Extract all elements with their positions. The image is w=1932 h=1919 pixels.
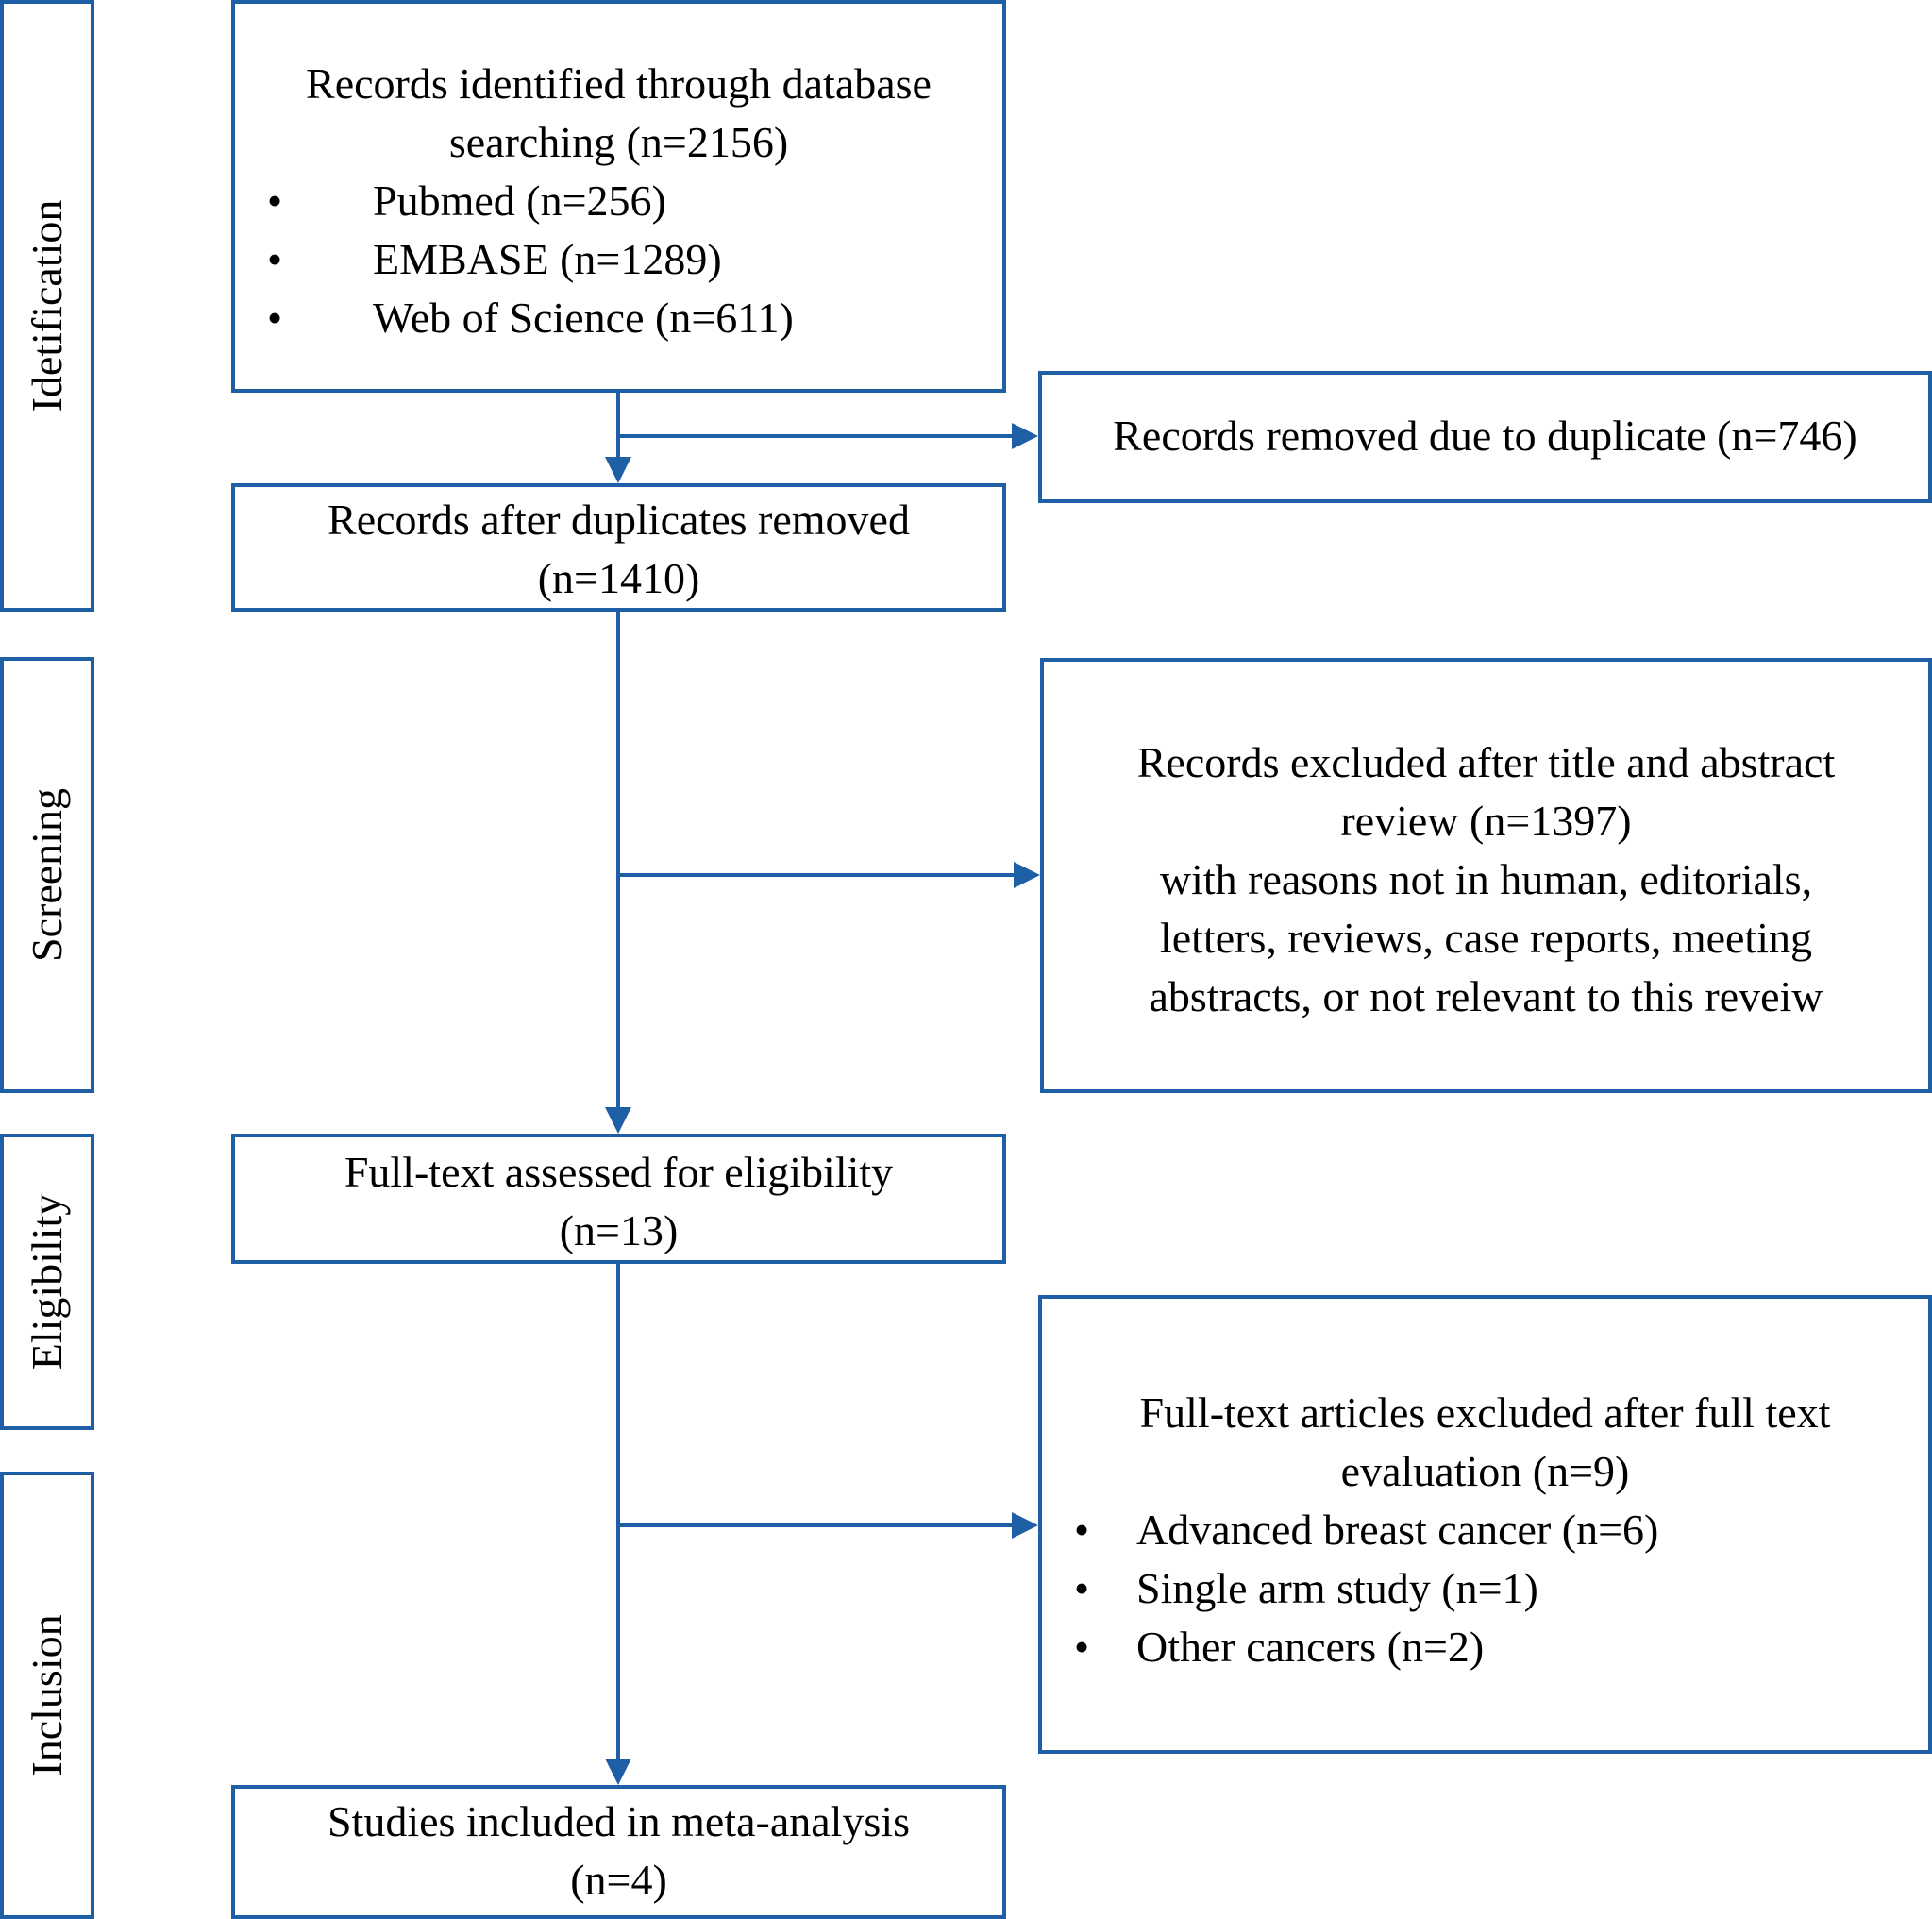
- reason-other-cancers: • Other cancers (n=2): [1042, 1618, 1928, 1676]
- excluded-title-abstract-box: Records excluded after title and abstrac…: [1040, 658, 1932, 1093]
- records-identified-box: Records identified through database sear…: [231, 0, 1006, 393]
- source-pubmed-label: Pubmed (n=256): [373, 177, 666, 225]
- reason-single-arm-study: • Single arm study (n=1): [1042, 1559, 1928, 1618]
- duplicates-removed-box: Records removed due to duplicate (n=746): [1038, 371, 1932, 503]
- excluded-title-abstract-line1: Records excluded after title and abstrac…: [1136, 738, 1836, 786]
- reason-advanced-breast-cancer: • Advanced breast cancer (n=6): [1042, 1501, 1928, 1559]
- arrowhead-right-icon: [1012, 423, 1038, 449]
- arrowhead-right-icon: [1014, 862, 1040, 888]
- excluded-title-abstract-line2: review (n=1397): [1340, 797, 1632, 845]
- source-embase: • EMBASE (n=1289): [235, 230, 1002, 289]
- bullet-icon: •: [1074, 1564, 1090, 1612]
- stage-identification: Idetification: [0, 0, 94, 612]
- bullet-icon: •: [267, 235, 283, 283]
- records-identified-line2: searching (n=2156): [448, 118, 789, 166]
- reason-other-cancers-label: Other cancers (n=2): [1136, 1623, 1485, 1671]
- fulltext-assessed-line1: Full-text assessed for eligibility: [344, 1148, 894, 1196]
- arrowhead-right-icon: [1012, 1512, 1038, 1539]
- arrowhead-down-icon: [605, 457, 631, 483]
- bullet-icon: •: [1074, 1623, 1090, 1671]
- studies-included-line2: (n=4): [570, 1856, 667, 1904]
- arrowhead-down-icon: [605, 1759, 631, 1785]
- studies-included-line1: Studies included in meta-analysis: [327, 1797, 911, 1845]
- bullet-icon: •: [267, 177, 283, 225]
- source-web-of-science-label: Web of Science (n=611): [373, 294, 794, 342]
- stage-eligibility: Eligibility: [0, 1134, 94, 1430]
- bullet-icon: •: [267, 294, 283, 342]
- fulltext-assessed-line2: (n=13): [559, 1206, 679, 1254]
- fulltext-excluded-line1: Full-text articles excluded after full t…: [1139, 1389, 1831, 1437]
- duplicates-removed-text: Records removed due to duplicate (n=746): [1113, 412, 1857, 460]
- studies-included-box: Studies included in meta-analysis (n=4): [231, 1785, 1006, 1919]
- fulltext-assessed-box: Full-text assessed for eligibility (n=13…: [231, 1134, 1006, 1264]
- records-after-duplicates-box: Records after duplicates removed (n=1410…: [231, 483, 1006, 612]
- records-after-duplicates-line2: (n=1410): [537, 554, 700, 602]
- stage-inclusion: Inclusion: [0, 1472, 94, 1919]
- bullet-icon: •: [1074, 1506, 1090, 1554]
- excluded-title-abstract-line4: letters, reviews, case reports, meeting: [1159, 914, 1812, 962]
- excluded-title-abstract-line3: with reasons not in human, editorials,: [1159, 855, 1813, 903]
- records-after-duplicates-line1: Records after duplicates removed: [328, 496, 910, 544]
- fulltext-excluded-line2: evaluation (n=9): [1340, 1447, 1630, 1495]
- source-embase-label: EMBASE (n=1289): [373, 235, 722, 283]
- stage-screening: Screening: [0, 657, 94, 1093]
- reason-single-arm-study-label: Single arm study (n=1): [1136, 1564, 1538, 1612]
- arrowhead-down-icon: [605, 1107, 631, 1134]
- excluded-title-abstract-line5: abstracts, or not relevant to this revei…: [1149, 972, 1823, 1020]
- records-identified-line1: Records identified through database: [306, 59, 932, 108]
- source-pubmed: • Pubmed (n=256): [235, 172, 1002, 230]
- source-web-of-science: • Web of Science (n=611): [235, 289, 1002, 347]
- fulltext-excluded-box: Full-text articles excluded after full t…: [1038, 1295, 1932, 1754]
- reason-advanced-breast-cancer-label: Advanced breast cancer (n=6): [1136, 1506, 1659, 1554]
